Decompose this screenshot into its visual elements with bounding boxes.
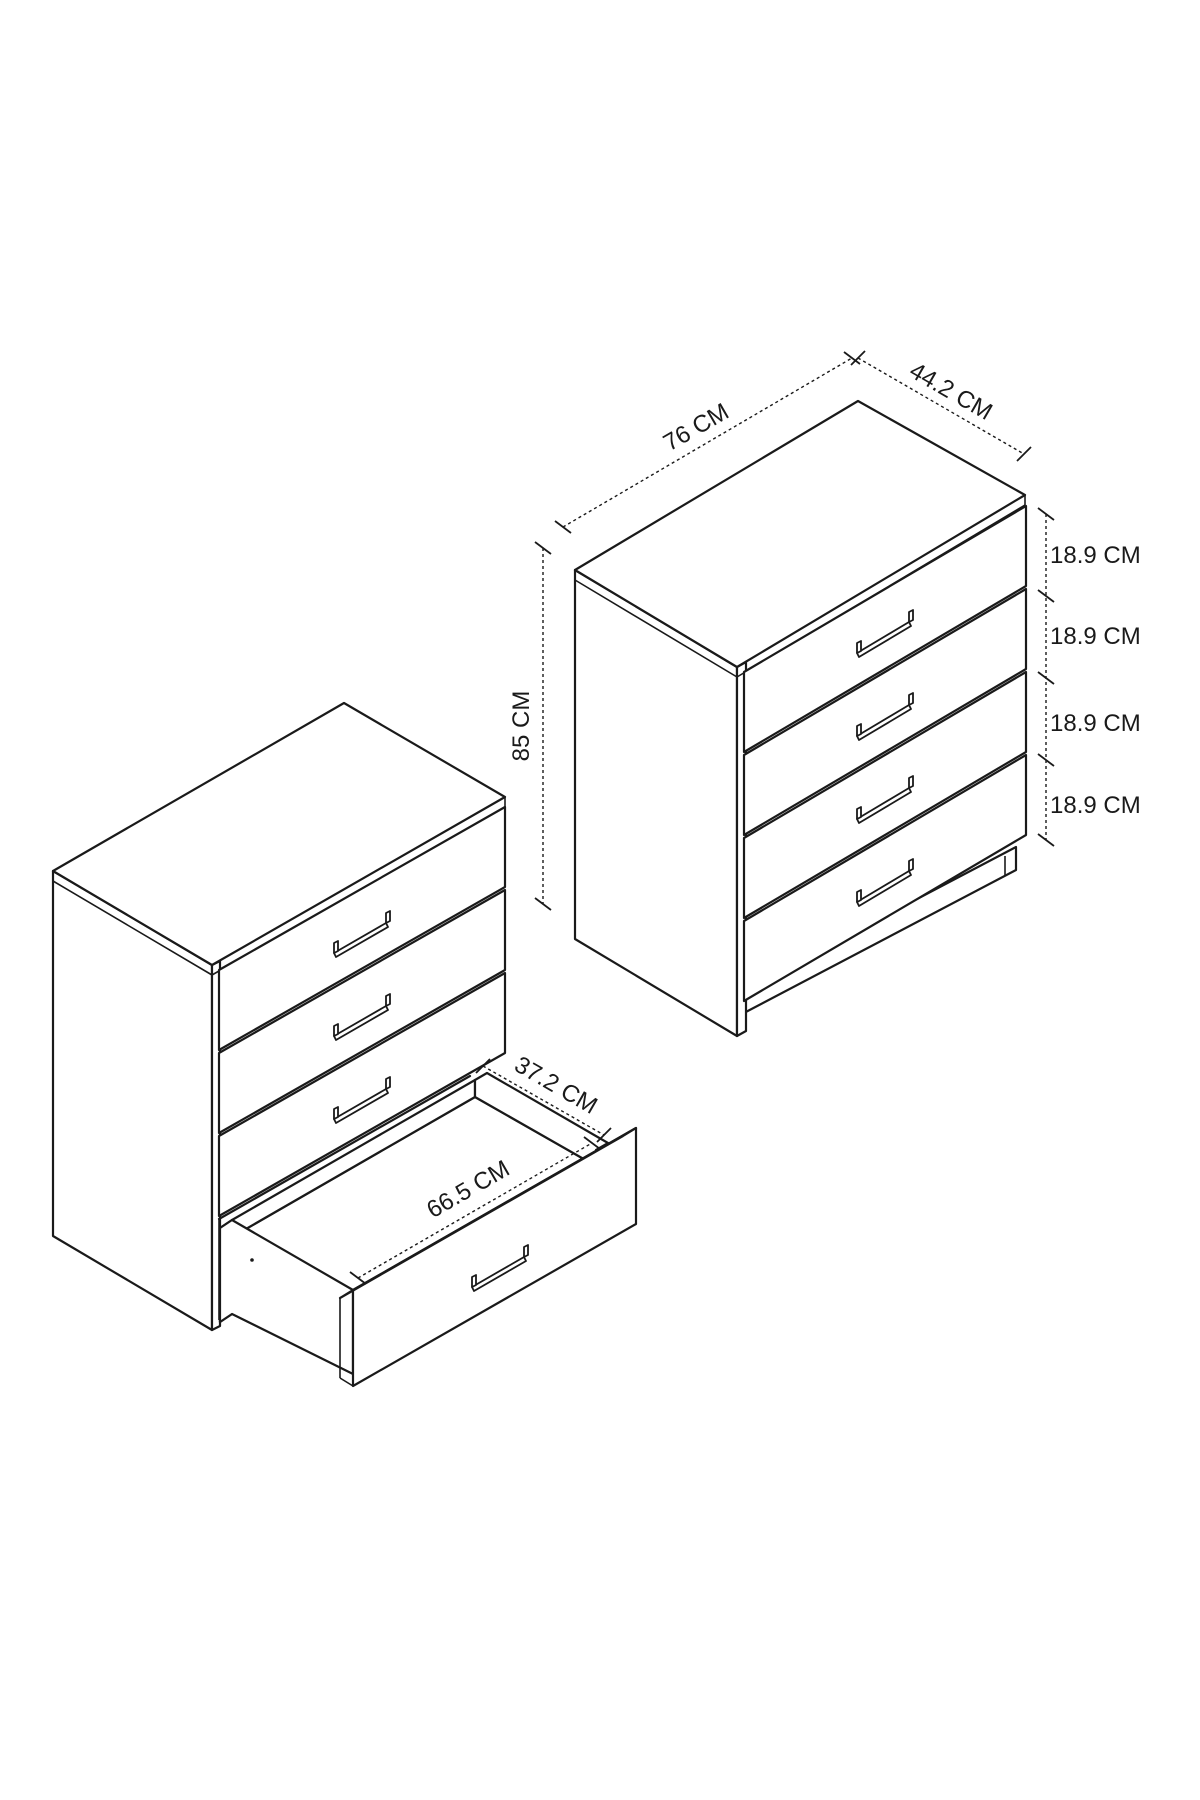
closed-drawer-front-2 [742, 587, 1028, 837]
open-drawer-front-top [338, 1126, 638, 1300]
closed-drawer-handle-2 [856, 692, 914, 741]
drawer-height-label-2: 18.9 CM [1050, 623, 1141, 650]
closed-drawer-handle-4 [856, 858, 914, 907]
drawer-height-label-4: 18.9 CM [1050, 792, 1141, 819]
width-label: 76 CM [659, 398, 734, 457]
open-chest-drawer-front-2 [217, 888, 507, 1135]
open-chest-handle-2 [333, 993, 391, 1041]
height-label: 85 CM [508, 691, 535, 762]
open-chest-drawer-front-3 [217, 971, 507, 1218]
closed-drawer-handle-1 [856, 609, 914, 658]
closed-drawer-front-4 [742, 753, 1028, 1003]
closed-drawer-front-3 [742, 670, 1028, 920]
closed-drawer-front-1 [742, 504, 1028, 754]
open-drawer-handle [471, 1244, 529, 1292]
drawer-height-label-3: 18.9 CM [1050, 710, 1141, 737]
open-chest-handle-1 [333, 910, 391, 958]
open-chest-drawer-front-1 [217, 805, 507, 1052]
open-chest [51, 701, 638, 1388]
open-chest-handle-3 [333, 1076, 391, 1124]
depth-label: 44.2 CM [905, 357, 997, 426]
closed-drawer-handle-3 [856, 775, 914, 824]
drawer-height-label-1: 18.9 CM [1050, 542, 1141, 569]
closed-chest [573, 399, 1028, 1038]
open-drawer [218, 1071, 638, 1388]
